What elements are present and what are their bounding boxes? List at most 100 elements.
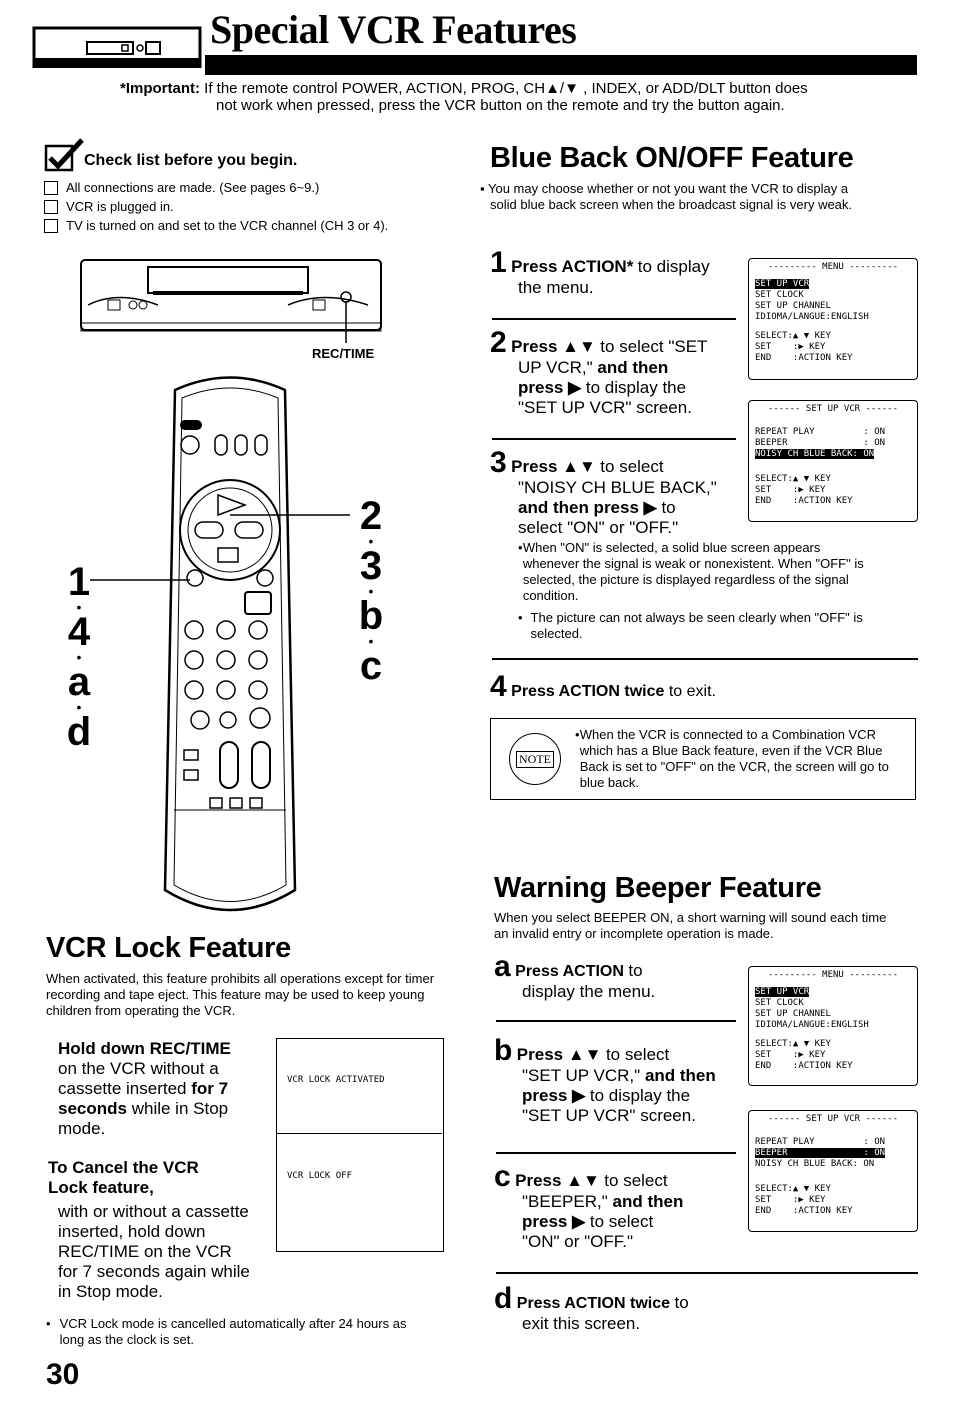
bullet-dot: • <box>518 540 523 555</box>
label-dot: • <box>368 533 374 549</box>
hold-bold: seconds <box>58 1099 127 1118</box>
remote-control-icon <box>163 376 297 912</box>
page-title: Special VCR Features <box>210 7 577 52</box>
blue-back-intro: ▪ You may choose whether or not you want… <box>480 181 920 213</box>
cancel-text-line: REC/TIME on the VCR <box>58 1242 232 1261</box>
hold-text: on the VCR without a <box>58 1059 219 1078</box>
remote-label: 3 <box>359 544 383 588</box>
note-icon: NOTE <box>509 733 561 785</box>
remote-right-labels: 2 • 3 • b • c <box>356 496 386 686</box>
screen-selected-item: SET UP VCR <box>755 279 810 289</box>
screen-key: END :ACTION KEY <box>755 496 853 506</box>
divider <box>492 438 736 440</box>
callout-lines <box>90 514 350 581</box>
step-number: 3 <box>490 446 507 479</box>
label-dot: • <box>368 583 374 599</box>
remote-left-labels: 1 • 4 • a • d <box>64 562 94 752</box>
step-text: to display <box>637 257 710 276</box>
remote-label: 1 <box>67 560 91 604</box>
hold-bold: for 7 <box>191 1079 229 1098</box>
step-number: 1 <box>490 246 507 279</box>
label-dot: • <box>368 633 374 649</box>
screen-key: SET :▶ KEY <box>755 485 826 495</box>
step-number: a <box>494 950 511 983</box>
step-bold: Press ▲▼ <box>511 337 596 356</box>
vcr-lock-title: VCR Lock Feature <box>46 932 291 964</box>
step-text: "SET UP VCR," <box>522 1066 641 1085</box>
screen-key: SELECT:▲ ▼ KEY <box>755 1184 831 1194</box>
cancel-text-line: for 7 seconds again while <box>58 1262 250 1281</box>
screen-key: END :ACTION KEY <box>755 1061 853 1071</box>
step-text: UP VCR," <box>518 358 593 377</box>
setup-vcr-screen: ------ SET UP VCR ------ REPEAT PLAY : O… <box>748 400 918 522</box>
checkbox-icon <box>44 218 58 233</box>
step-number: 4 <box>490 670 507 703</box>
step-text: select "ON" or "OFF." <box>518 518 679 537</box>
vcr-icon <box>32 26 202 68</box>
divider <box>492 318 736 320</box>
step-bold: Press ACTION <box>515 963 624 980</box>
hold-bold: Hold down REC/TIME <box>58 1039 231 1058</box>
beeper-setup-screen: ------ SET UP VCR ------ REPEAT PLAY : O… <box>748 1110 918 1232</box>
intro-line: You may choose whether or not you want t… <box>488 181 849 196</box>
step-text: to select <box>589 1212 654 1231</box>
checklist-item: All connections are made. (See pages 6~9… <box>44 178 388 197</box>
blue-back-step-3: 3 Press ▲▼ to select "NOISY CH BLUE BACK… <box>490 448 760 538</box>
screen-key: SET :▶ KEY <box>755 1050 826 1060</box>
checklist-item-text: All connections are made. (See pages 6~9… <box>66 180 320 195</box>
divider <box>492 658 918 660</box>
screen-key: END :ACTION KEY <box>755 1206 853 1216</box>
cancel-title: To Cancel the VCR Lock feature, <box>48 1158 199 1198</box>
screen-key: END :ACTION KEY <box>755 353 853 363</box>
beeper-intro: When you select BEEPER ON, a short warni… <box>494 910 887 941</box>
step-text: the menu. <box>518 278 594 297</box>
screen-item: REPEAT PLAY : ON <box>755 1137 886 1147</box>
blue-back-step-1: 1 Press ACTION* to display the menu. <box>490 248 750 298</box>
step-text: to display the <box>585 378 687 397</box>
step-bold: and then <box>597 358 669 377</box>
step-text: to <box>661 498 676 517</box>
header-bar <box>205 55 917 75</box>
vcr-lock-screens: VCR LOCK ACTIVATED VCR LOCK OFF <box>276 1038 444 1252</box>
blue-back-bullets: •When "ON" is selected, a solid blue scr… <box>518 540 878 642</box>
screen-selected-item: BEEPER : ON <box>755 1148 886 1158</box>
bullet-text: The picture can not always be seen clear… <box>530 610 863 641</box>
screen-key: SELECT:▲ ▼ KEY <box>755 474 831 484</box>
beeper-step-d: d Press ACTION twice to exit this screen… <box>494 1284 794 1334</box>
important-line1: If the remote control POWER, ACTION, PRO… <box>204 80 808 97</box>
note-content: • When the VCR is connected to a Combina… <box>575 727 909 791</box>
screen-item: SET CLOCK <box>755 998 804 1008</box>
remote-label: d <box>66 710 92 754</box>
checklist-item-text: VCR is plugged in. <box>66 199 174 214</box>
screen-header: ------ SET UP VCR ------ <box>767 1114 899 1124</box>
page-number: 30 <box>46 1358 80 1391</box>
rec-time-label: REC/TIME <box>312 346 375 361</box>
checkbox-icon <box>44 199 58 214</box>
beeper-step-b: b Press ▲▼ to select "SET UP VCR," and t… <box>494 1036 754 1126</box>
step-text: to <box>674 1293 689 1312</box>
bullet-dot: • <box>518 610 523 625</box>
step-text: to select <box>600 457 664 476</box>
cancel-text-line: inserted, hold down <box>58 1222 206 1241</box>
lock-activated-screen: VCR LOCK ACTIVATED <box>277 1039 442 1134</box>
step-bold: Press ACTION* <box>511 257 634 276</box>
bullet-dot: • <box>46 1316 51 1331</box>
remote-label: 4 <box>67 610 91 654</box>
important-label: *Important: <box>120 80 200 97</box>
blue-back-title: Blue Back ON/OFF Feature <box>490 142 854 174</box>
step-text: to select <box>604 1171 668 1190</box>
screen-key: SET :▶ KEY <box>755 1195 826 1205</box>
step-bold: Press ▲▼ <box>516 1045 602 1064</box>
step-text: "BEEPER," <box>522 1192 608 1211</box>
step-bold: and then <box>612 1192 684 1211</box>
note-text: When the VCR is connected to a Combinati… <box>579 727 889 790</box>
step-bold: Press ▲▼ <box>511 457 596 476</box>
step-bold: and then press ▶ <box>518 498 657 517</box>
step-text: to display the <box>589 1086 691 1105</box>
divider <box>496 1152 736 1154</box>
checklist-title: Check list before you begin. <box>84 152 298 169</box>
checklist-item: VCR is plugged in. <box>44 197 388 216</box>
screen-selected-item: NOISY CH BLUE BACK: ON <box>755 449 875 459</box>
beeper-step-a: a Press ACTION to display the menu. <box>494 952 744 1002</box>
screen-item: REPEAT PLAY : ON <box>755 427 886 437</box>
